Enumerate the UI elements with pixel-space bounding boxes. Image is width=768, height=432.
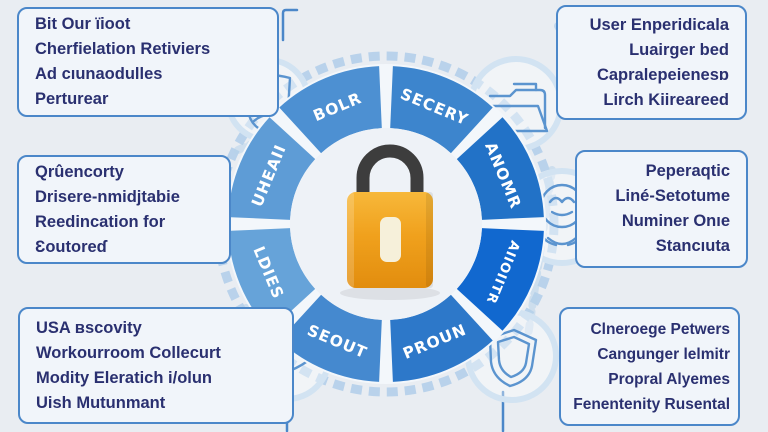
info-line: User Enperidicala bbox=[589, 15, 729, 34]
info-line: Ɛoutoreɗ bbox=[35, 237, 107, 256]
info-line: Ad cıunaodulles bbox=[35, 65, 163, 83]
info-box-top-right: User Enperidicala Luairger bed Capralepe… bbox=[556, 5, 747, 120]
info-line: Clneroege Petwers bbox=[590, 320, 730, 338]
wheel-segment-proun bbox=[390, 294, 493, 382]
info-line: Drisere-nmidjtabie bbox=[35, 187, 180, 206]
info-line: Qrûencorty bbox=[35, 162, 124, 181]
padlock-shackle bbox=[356, 144, 424, 200]
padlock-icon bbox=[340, 144, 440, 300]
info-box-top-left: Bit Our ïioot Cherfielation Retiviers Ad… bbox=[17, 7, 279, 117]
padlock-keyhole bbox=[380, 217, 401, 262]
wheel-background bbox=[226, 64, 547, 384]
info-line: Modity Eleratich i/olun bbox=[36, 368, 213, 387]
info-line: Fenentenity Rusental bbox=[573, 395, 730, 413]
info-box-bottom-left: USA ʙscovity Workourroom Collecurt Modit… bbox=[18, 307, 294, 424]
wheel-segment-aiioiitr bbox=[456, 228, 544, 331]
info-line: Bit Our ïioot bbox=[35, 15, 131, 33]
info-line: Perturear bbox=[35, 90, 109, 108]
wheel-segment-seout bbox=[279, 294, 382, 382]
info-line: Numiner Onıe bbox=[621, 212, 730, 230]
info-box-mid-left: Qrûencorty Drisere-nmidjtabie Reedincati… bbox=[17, 155, 231, 264]
wheel-segment-uheaii bbox=[228, 117, 316, 220]
wheel-segment-secery bbox=[390, 66, 493, 154]
info-line: Stancıuta bbox=[655, 237, 730, 255]
info-line: Workourroom Collecurt bbox=[36, 343, 221, 362]
wheel-segment-ldies bbox=[228, 228, 316, 331]
info-line: Lirch Kiireareed bbox=[603, 90, 729, 109]
wheel-segment-bolr bbox=[279, 66, 382, 154]
info-line: USA ʙscovity bbox=[36, 318, 142, 337]
info-line: Peperaqtic bbox=[645, 162, 730, 180]
info-line: Capralepeienesɒ bbox=[596, 65, 729, 84]
info-line: Cherfielation Retiviers bbox=[35, 40, 211, 58]
info-line: Uish Mutunmant bbox=[36, 393, 166, 412]
info-line: Cangunger lelmitr bbox=[597, 345, 730, 363]
info-line: Liné-Setotume bbox=[615, 187, 730, 205]
connector-line bbox=[281, 8, 299, 42]
info-line: Reedincation for bbox=[35, 212, 166, 231]
info-box-mid-right: Peperaqtic Liné-Setotume Numiner Onıe St… bbox=[575, 150, 748, 268]
info-line: Luairger bed bbox=[629, 40, 729, 59]
info-line: Propral Alyemes bbox=[608, 370, 730, 388]
info-box-bottom-right: Clneroege Petwers Cangunger lelmitr Prop… bbox=[559, 307, 740, 426]
wheel-segment-anomr bbox=[456, 117, 544, 220]
